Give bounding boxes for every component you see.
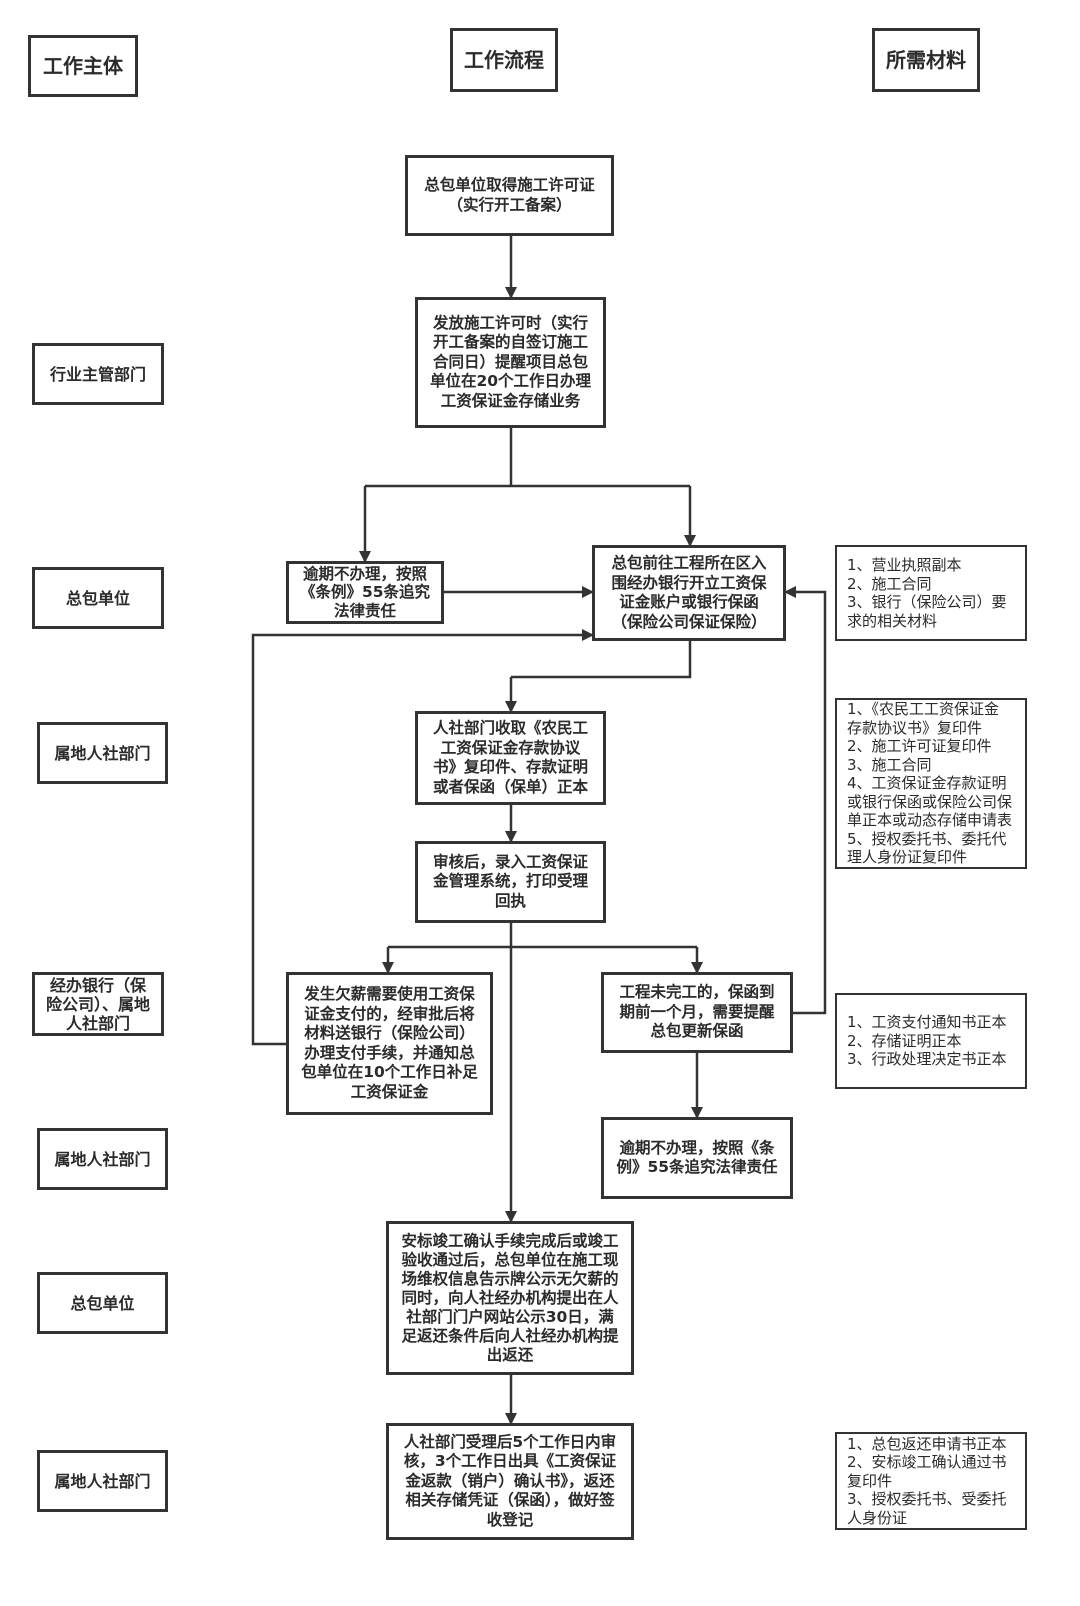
materials-return: 1、总包返还申请书正本 2、安标竣工确认通过书 复印件 3、授权委托书、受委托 … <box>835 1432 1027 1530</box>
actor-local-hrss-2: 属地人社部门 <box>37 1128 168 1190</box>
step-text: 审核后，录入工资保证 金管理系统，打印受理 回执 <box>432 852 588 910</box>
materials-text: 1、总包返还申请书正本 2、安标竣工确认通过书 复印件 3、授权委托书、受委托 … <box>847 1434 1007 1527</box>
actor-bank-and-hrss: 经办银行（保险公司）、属地人社部门 <box>32 972 164 1036</box>
step-return-processing: 人社部门受理后5个工作日内审 核，3个工作日出具《工资保证 金返款（销户）确认书… <box>386 1423 634 1540</box>
materials-text: 1、工资支付通知书正本 2、存储证明正本 3、行政处理决定书正本 <box>847 1013 1007 1069</box>
step-text: 人社部门收取《农民工 工资保证金存款协议 书》复印件、存款证明 或者保函（保单）… <box>432 719 588 796</box>
header-actor-label: 工作主体 <box>43 53 123 78</box>
actor-label: 行业主管部门 <box>49 364 146 384</box>
actor-label: 属地人社部门 <box>54 743 151 763</box>
step-collect-documents: 人社部门收取《农民工 工资保证金存款协议 书》复印件、存款证明 或者保函（保单）… <box>415 711 606 805</box>
step-review-record: 审核后，录入工资保证 金管理系统，打印受理 回执 <box>415 841 606 923</box>
actor-label: 经办银行（保险公司）、属地人社部门 <box>45 975 150 1033</box>
step-return-application: 安标竣工确认手续完成后或竣工 验收通过后，总包单位在施工现 场维权信息告示牌公示… <box>386 1221 634 1375</box>
line-open-account-down <box>511 641 692 679</box>
step-text: 总包前往工程所在区入 围经办银行开立工资保 证金账户或银行保函 （保险公司保证保… <box>611 554 767 631</box>
materials-deposit-filing: 1、《农民工工资保证金 存款协议书》复印件 2、施工许可证复印件 3、施工合同 … <box>835 698 1027 869</box>
actor-general-contractor-2: 总包单位 <box>37 1272 168 1334</box>
step-text: 逾期不办理，按照《条 例》55条追究法律责任 <box>616 1138 778 1177</box>
materials-open-account: 1、营业执照副本 2、施工合同 3、银行（保险公司）要 求的相关材料 <box>835 545 1027 641</box>
materials-text: 1、营业执照副本 2、施工合同 3、银行（保险公司）要 求的相关材料 <box>847 556 1007 630</box>
actor-industry-authority: 行业主管部门 <box>32 343 164 405</box>
header-flow: 工作流程 <box>450 28 558 92</box>
step-obtain-permit: 总包单位取得施工许可证 （实行开工备案） <box>405 155 614 236</box>
arrow-expiry-loop <box>784 586 827 1015</box>
step-overdue-liability: 逾期不办理，按照 《条例》55条追究 法律责任 <box>286 561 444 624</box>
header-materials: 所需材料 <box>872 28 980 92</box>
actor-label: 属地人社部门 <box>54 1149 151 1169</box>
step-overdue-liability-2: 逾期不办理，按照《条 例》55条追究法律责任 <box>601 1117 793 1199</box>
step-text: 人社部门受理后5个工作日内审 核，3个工作日出具《工资保证 金返款（销户）确认书… <box>403 1432 617 1529</box>
step-text: 发放施工许可时（实行 开工备案的自签订施工 合同日）提醒项目总包 单位在20个工… <box>429 313 592 410</box>
materials-text: 1、《农民工工资保证金 存款协议书》复印件 2、施工许可证复印件 3、施工合同 … <box>847 700 1013 867</box>
actor-label: 总包单位 <box>70 1293 135 1313</box>
actor-local-hrss-3: 属地人社部门 <box>37 1450 168 1512</box>
header-materials-label: 所需材料 <box>886 47 966 72</box>
actor-general-contractor: 总包单位 <box>32 567 164 629</box>
step-guarantee-expiry: 工程未完工的，保函到 期前一个月，需要提醒 总包更新保函 <box>601 972 793 1053</box>
step-open-account: 总包前往工程所在区入 围经办银行开立工资保 证金账户或银行保函 （保险公司保证保… <box>592 545 786 641</box>
step-text: 安标竣工确认手续完成后或竣工 验收通过后，总包单位在施工现 场维权信息告示牌公示… <box>401 1231 619 1364</box>
header-flow-label: 工作流程 <box>464 47 544 72</box>
step-issue-reminder: 发放施工许可时（实行 开工备案的自签订施工 合同日）提醒项目总包 单位在20个工… <box>415 297 606 428</box>
header-actor: 工作主体 <box>28 35 138 97</box>
actor-label: 属地人社部门 <box>54 1471 151 1491</box>
actor-local-hrss: 属地人社部门 <box>37 722 168 784</box>
step-arrears-payment: 发生欠薪需要使用工资保 证金支付的，经审批后将 材料送银行（保险公司） 办理支付… <box>286 972 493 1115</box>
step-text: 发生欠薪需要使用工资保 证金支付的，经审批后将 材料送银行（保险公司） 办理支付… <box>301 985 478 1101</box>
step-text: 逾期不办理，按照 《条例》55条追究 法律责任 <box>299 564 431 620</box>
materials-payment: 1、工资支付通知书正本 2、存储证明正本 3、行政处理决定书正本 <box>835 993 1027 1089</box>
step-text: 工程未完工的，保函到 期前一个月，需要提醒 总包更新保函 <box>619 983 775 1041</box>
actor-label: 总包单位 <box>65 588 130 608</box>
step-text: 总包单位取得施工许可证 （实行开工备案） <box>424 176 595 214</box>
